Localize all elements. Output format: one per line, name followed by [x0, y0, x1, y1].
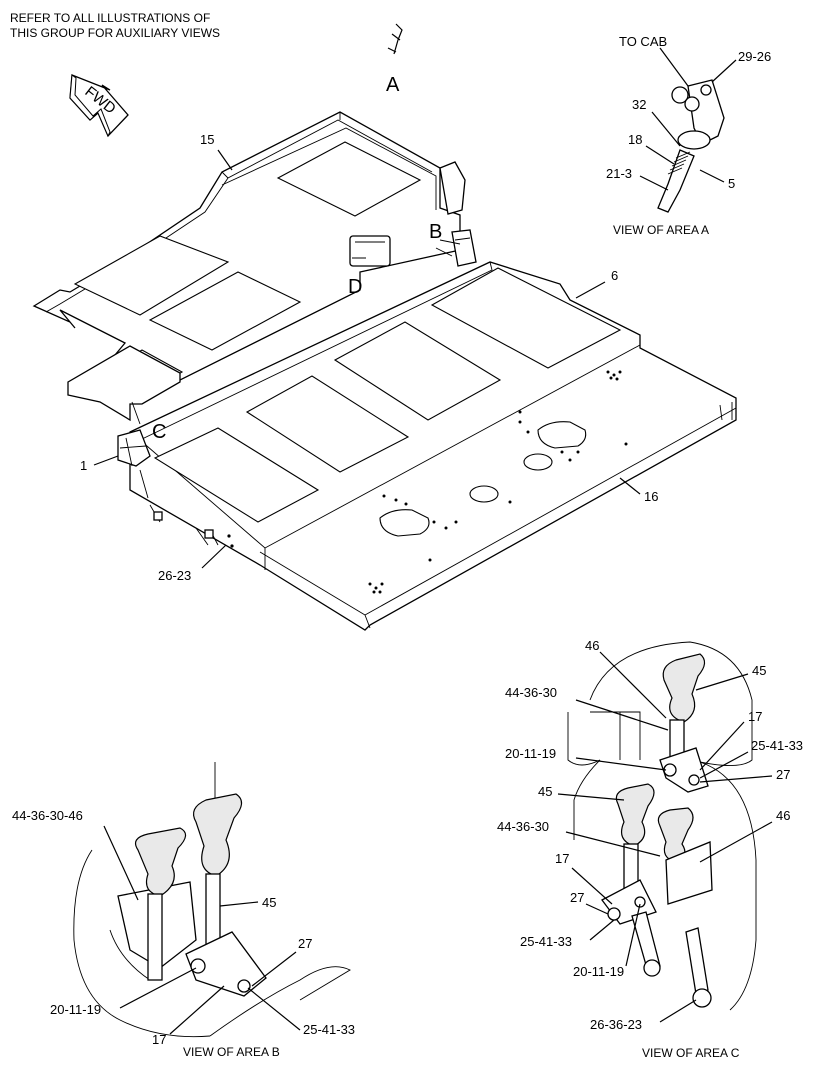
svg-text:27: 27	[298, 936, 312, 951]
svg-text:18: 18	[628, 132, 642, 147]
svg-text:20-11-19: 20-11-19	[50, 1002, 101, 1017]
view-b-title: VIEW OF AREA B	[183, 1045, 280, 1059]
svg-text:32: 32	[632, 97, 646, 112]
svg-text:27: 27	[776, 767, 790, 782]
view-area-a: TO CAB 29-26 32 18 21-3 5 VIEW OF AREA A	[606, 34, 771, 237]
bolt-holes	[368, 370, 628, 594]
view-c-title: VIEW OF AREA C	[642, 1046, 740, 1060]
svg-text:46: 46	[585, 638, 599, 653]
svg-text:45: 45	[538, 784, 552, 799]
svg-text:46: 46	[776, 808, 790, 823]
main-callouts: 15 6 16 1 26-23	[80, 132, 658, 583]
svg-text:44-36-30: 44-36-30	[497, 819, 549, 834]
svg-text:17: 17	[555, 851, 569, 866]
view-area-b: 44-36-30-46 45 27 20-11-19 17 25-41-33 V…	[12, 762, 355, 1059]
area-b-letter: B	[429, 221, 442, 243]
svg-text:45: 45	[752, 663, 766, 678]
fwd-arrow-icon: FWD	[69, 74, 129, 138]
note-line-2: THIS GROUP FOR AUXILIARY VIEWS	[10, 26, 220, 40]
svg-text:20-11-19: 20-11-19	[505, 746, 556, 761]
svg-text:TO CAB: TO CAB	[619, 34, 667, 49]
svg-text:17: 17	[748, 709, 762, 724]
svg-text:A: A	[386, 74, 400, 96]
svg-text:25-41-33: 25-41-33	[303, 1022, 355, 1037]
svg-text:16: 16	[644, 489, 658, 504]
view-area-c: 46 45 44-36-30 17 20-11-19 25-41-33 27 4…	[497, 638, 803, 1060]
svg-text:25-41-33: 25-41-33	[520, 934, 572, 949]
note-line-1: REFER TO ALL ILLUSTRATIONS OF	[10, 11, 210, 25]
svg-text:45: 45	[262, 895, 276, 910]
svg-text:15: 15	[200, 132, 214, 147]
svg-text:5: 5	[728, 176, 735, 191]
svg-text:26-36-23: 26-36-23	[590, 1017, 642, 1032]
svg-text:25-41-33: 25-41-33	[751, 738, 803, 753]
area-a-marker: A	[386, 23, 403, 96]
floor-assembly	[32, 111, 737, 631]
svg-text:27: 27	[570, 890, 584, 905]
area-d-letter: D	[348, 276, 362, 298]
area-c-letter: C	[152, 421, 166, 443]
view-a-title: VIEW OF AREA A	[613, 223, 709, 237]
svg-text:17: 17	[152, 1032, 166, 1047]
svg-text:6: 6	[611, 268, 618, 283]
svg-text:20-11-19: 20-11-19	[573, 964, 624, 979]
svg-text:44-36-30-46: 44-36-30-46	[12, 808, 83, 823]
svg-text:1: 1	[80, 458, 87, 473]
svg-text:26-23: 26-23	[158, 568, 191, 583]
svg-text:21-3: 21-3	[606, 166, 632, 181]
svg-text:44-36-30: 44-36-30	[505, 685, 557, 700]
svg-text:29-26: 29-26	[738, 49, 771, 64]
